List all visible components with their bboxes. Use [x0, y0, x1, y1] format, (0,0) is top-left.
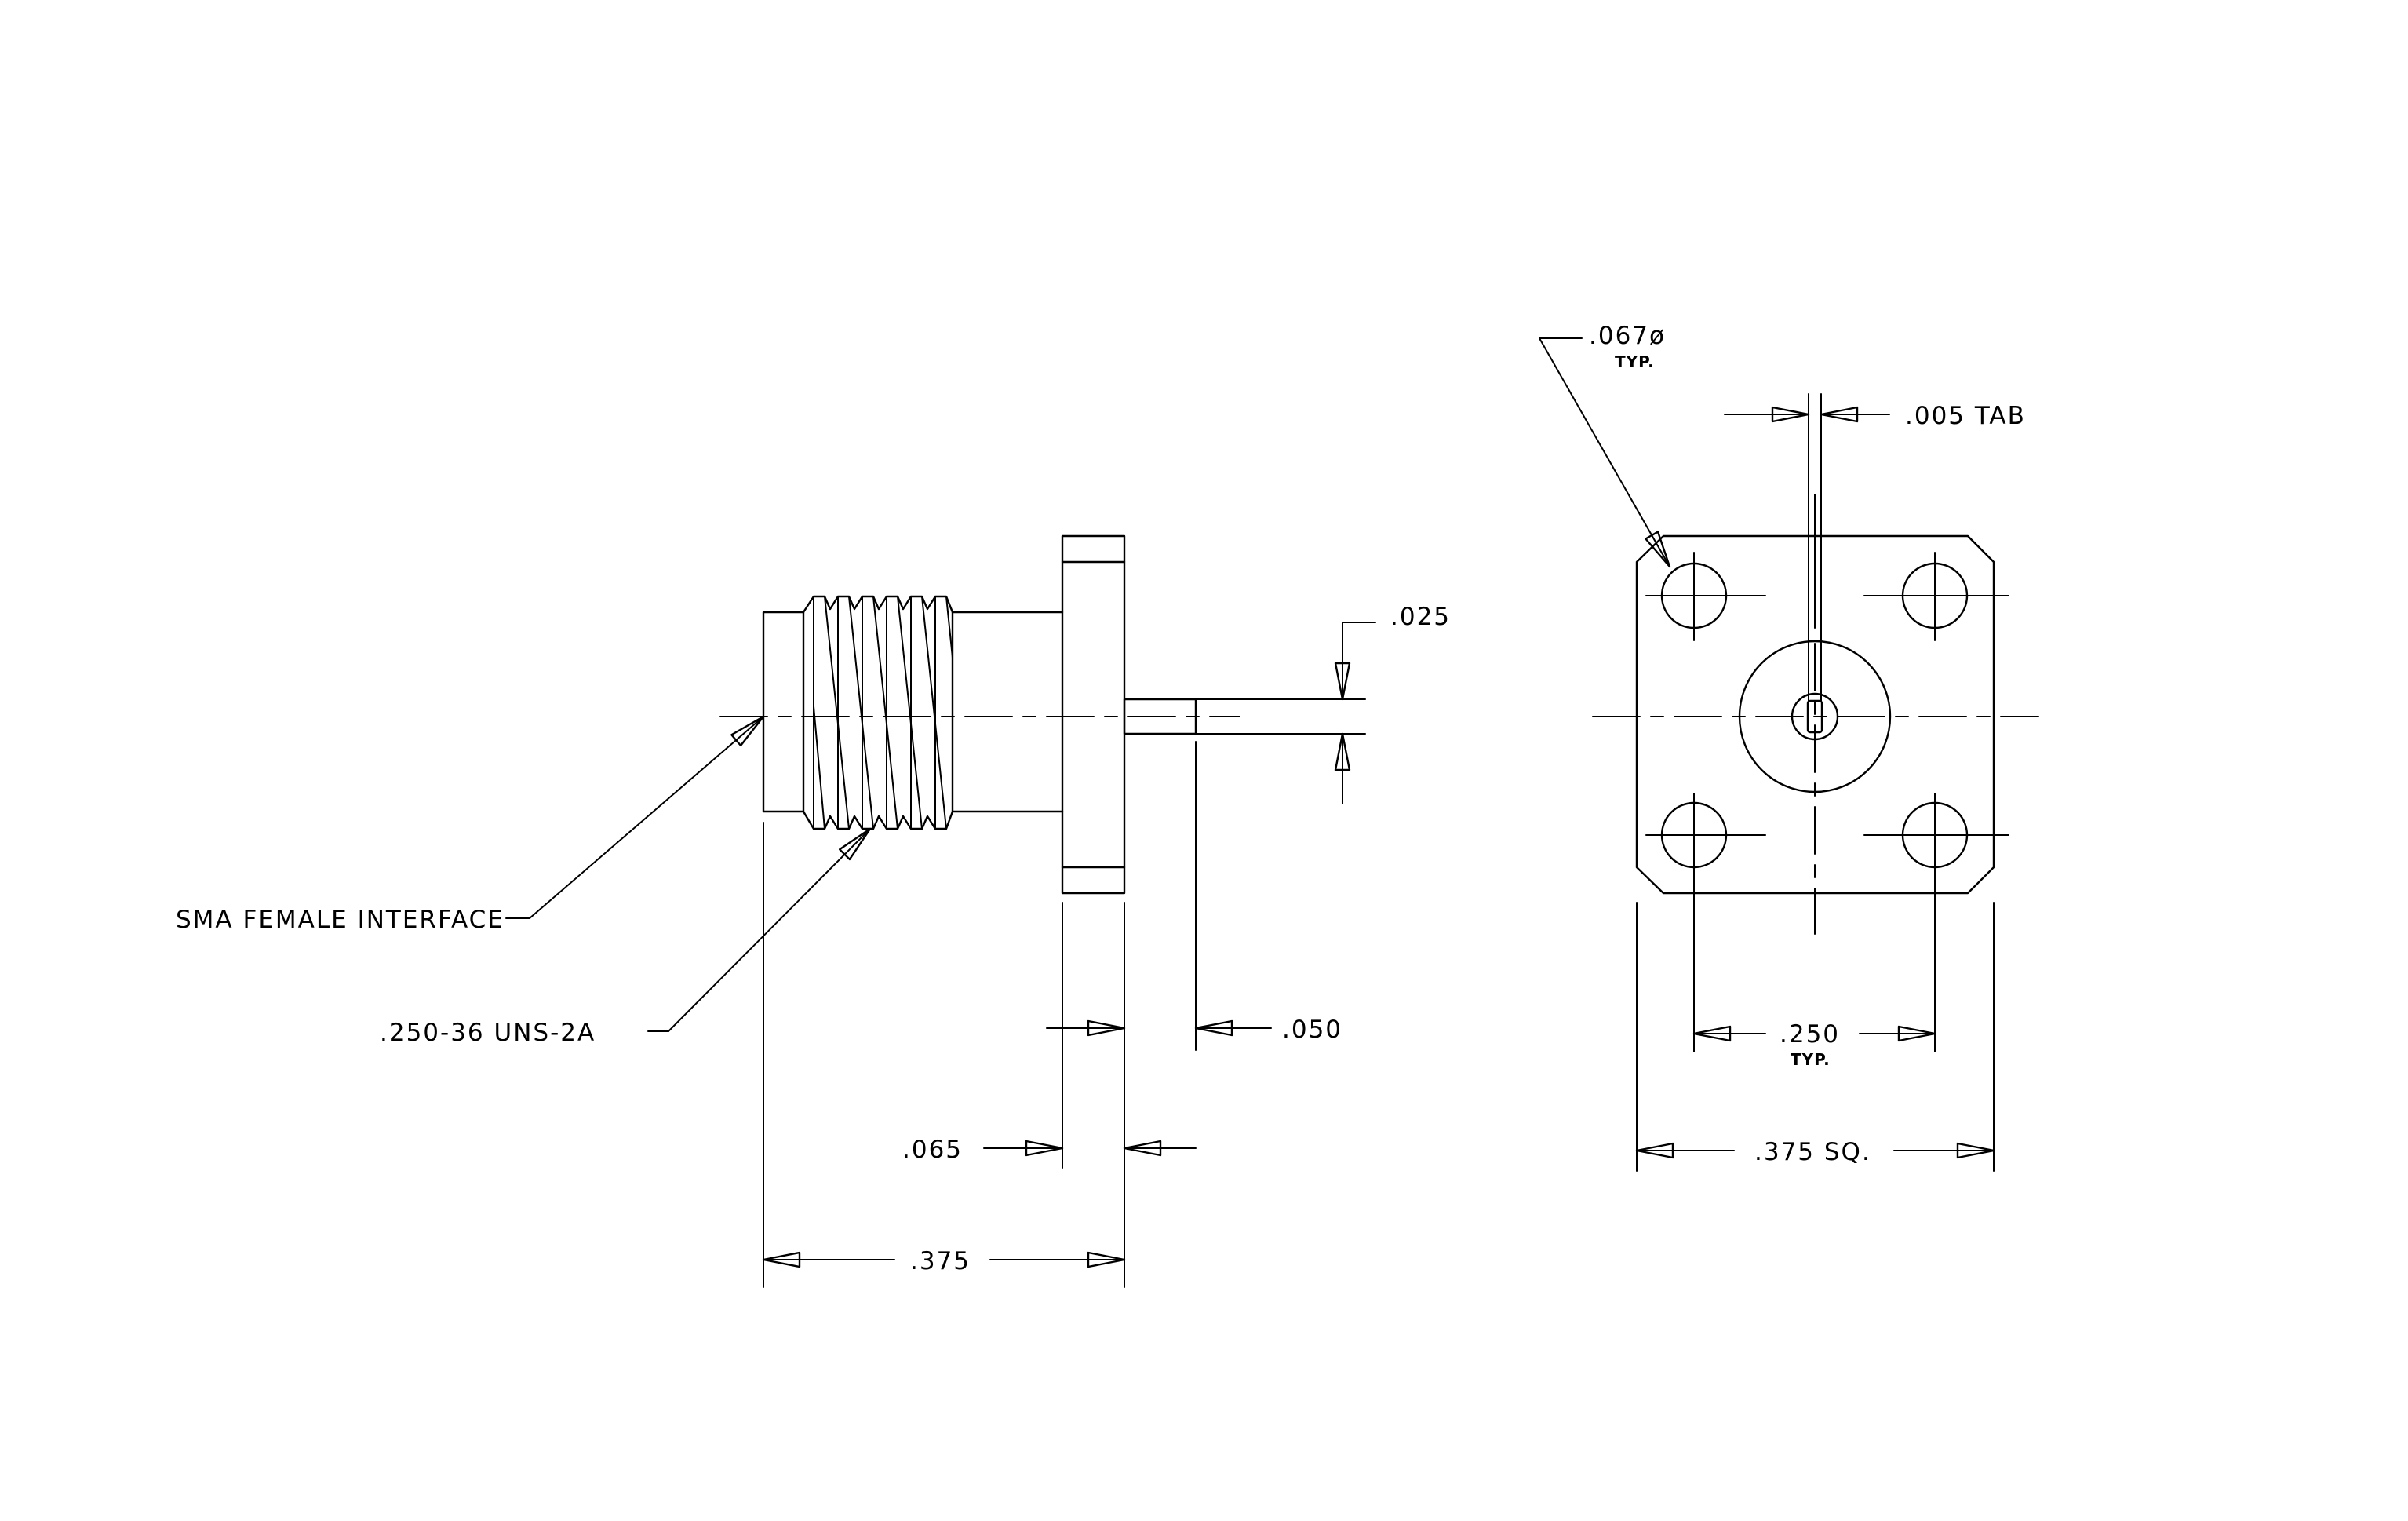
- flange-thickness-dimension: .065: [902, 1136, 1197, 1164]
- pin-length-label: .050: [1282, 1016, 1342, 1044]
- thread-leader: .250-36 UNS-2A: [380, 823, 876, 1047]
- hole-spacing-label: .250: [1780, 1020, 1840, 1049]
- hole-diameter-label: .067ø: [1589, 322, 1666, 350]
- flange-thickness-label: .065: [902, 1136, 963, 1164]
- tab-strip: [1808, 393, 1822, 702]
- hole-spacing-note: TYP.: [1791, 1050, 1831, 1069]
- front-view: .005 TAB .067ø TYP. .250 TYP. .: [1539, 322, 2039, 1172]
- flange-size-label: .375 SQ.: [1754, 1138, 1871, 1166]
- pin-diameter-dimension: .025: [1334, 603, 1451, 804]
- connector-collar: [762, 611, 805, 813]
- pin-length-dimension: .050: [1046, 741, 1342, 1288]
- flange-front: [1635, 534, 1995, 895]
- tab-width-dimension: .005 TAB: [1724, 402, 2026, 430]
- interface-label: SMA FEMALE INTERFACE: [176, 906, 505, 934]
- interface-leader: SMA FEMALE INTERFACE: [176, 709, 770, 934]
- overall-length-label: .375: [910, 1247, 971, 1275]
- overall-length-dimension: .375: [762, 822, 1126, 1288]
- flange-side: [1061, 534, 1126, 895]
- side-view: .025 .050 .065 .375: [176, 534, 1451, 1288]
- thread-label: .250-36 UNS-2A: [380, 1019, 596, 1047]
- flange-size-dimension: .375 SQ.: [1635, 902, 1995, 1172]
- hole-spacing-dimension: .250 TYP.: [1692, 1020, 1936, 1069]
- connector-body: [951, 611, 1064, 813]
- tab-width-label: .005 TAB: [1905, 402, 2026, 430]
- hole-diameter-dimension: .067ø TYP.: [1539, 322, 1678, 571]
- pin-diameter-label: .025: [1390, 603, 1451, 631]
- threaded-body: [802, 595, 954, 830]
- hole-diameter-note: TYP.: [1615, 352, 1655, 371]
